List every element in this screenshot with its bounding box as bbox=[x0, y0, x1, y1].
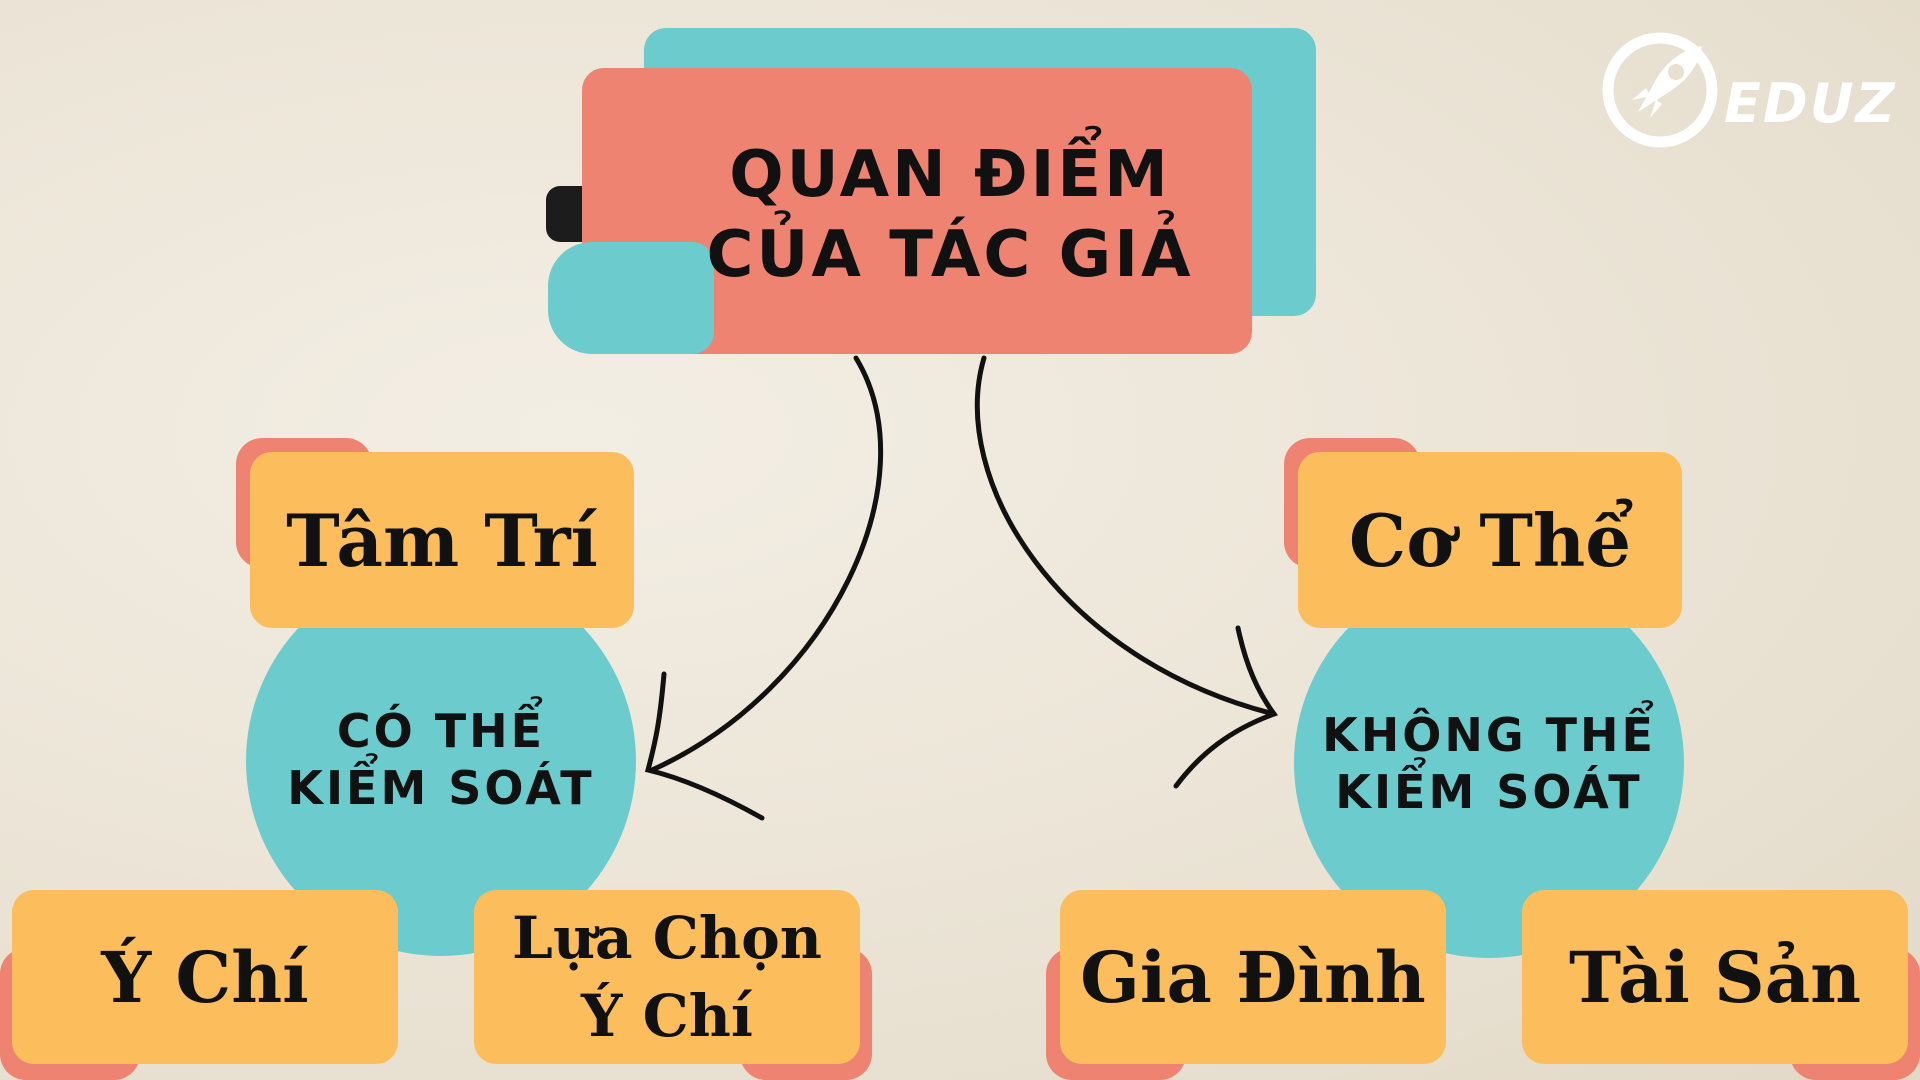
arrow-left-head bbox=[644, 671, 765, 821]
diagram-title-line1: QUAN ĐIỂM bbox=[729, 138, 1171, 212]
logo: EDUZ bbox=[1598, 28, 1898, 148]
logo-text: EDUZ bbox=[1724, 72, 1897, 135]
rocket-icon bbox=[1602, 32, 1718, 148]
left-top-label: Tâm Trí bbox=[250, 452, 634, 628]
title-teal-tab bbox=[548, 242, 714, 354]
right-top-label: Cơ Thể bbox=[1298, 452, 1682, 628]
diagram-title: QUAN ĐIỂM CỦA TÁC GIẢ bbox=[700, 120, 1200, 310]
arrow-right bbox=[974, 355, 1277, 717]
right-bottom-left-label: Gia Đình bbox=[1060, 890, 1446, 1064]
left-circle-label: CÓ THỂ KIỂM SOÁT bbox=[287, 703, 595, 816]
left-bottom-left-label: Ý Chí bbox=[12, 890, 398, 1064]
arrow-right-head bbox=[1173, 625, 1278, 789]
right-bottom-right-label: Tài Sản bbox=[1522, 890, 1908, 1064]
right-circle-label: KHÔNG THỂ KIỂM SOÁT bbox=[1322, 707, 1656, 820]
diagram-title-line2: CỦA TÁC GIẢ bbox=[706, 218, 1194, 292]
arrow-left bbox=[649, 355, 883, 773]
left-bottom-right-label: Lựa Chọn Ý Chí bbox=[474, 890, 860, 1064]
